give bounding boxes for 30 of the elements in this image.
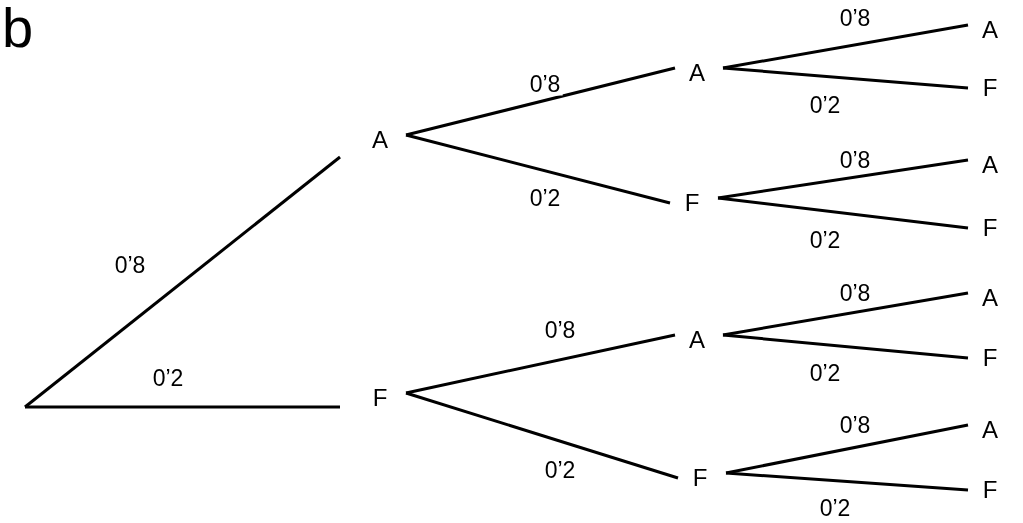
outcome-label: A (683, 324, 711, 356)
branch-line (722, 333, 969, 360)
outcome-label: F (976, 342, 1004, 374)
branch-line (405, 66, 676, 137)
outcome-label: A (976, 149, 1004, 181)
outcome-label: F (976, 72, 1004, 104)
outcome-label: A (683, 57, 711, 89)
branch-line (725, 423, 969, 475)
probability-label: 0’8 (527, 72, 563, 96)
branch-line (722, 291, 969, 337)
branch-line (717, 158, 969, 200)
branch-line (405, 333, 676, 395)
branch-line (405, 391, 679, 480)
branch-line (24, 155, 341, 409)
part-letter: b (2, 0, 34, 56)
outcome-label: F (678, 187, 706, 219)
outcome-label: A (976, 414, 1004, 446)
outcome-label: A (976, 282, 1004, 314)
branch-line (722, 66, 969, 90)
outcome-label: F (366, 382, 394, 414)
branch-line (725, 471, 969, 492)
outcome-label: A (976, 14, 1004, 46)
outcome-label: F (686, 462, 714, 494)
outcome-label: F (976, 212, 1004, 244)
branch-line (722, 23, 969, 70)
branch-line (25, 405, 340, 409)
branch-line (405, 133, 671, 205)
branch-line (717, 196, 969, 230)
outcome-label: F (976, 474, 1004, 506)
outcome-label: A (366, 124, 394, 156)
